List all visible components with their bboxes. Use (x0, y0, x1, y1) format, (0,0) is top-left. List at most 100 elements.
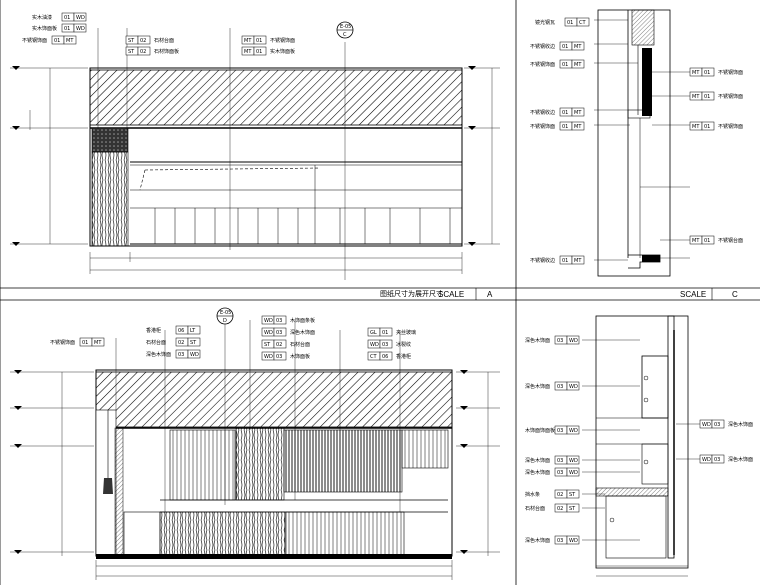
marker-a-top: E-05 (340, 24, 351, 30)
tag-code: MT (574, 62, 582, 68)
tag-label: 不锈钢饰面 (530, 123, 555, 130)
tag-label: 实木饰面板 (270, 48, 295, 55)
tag-code: 01 (562, 44, 568, 50)
tag-label: 深色木饰面 (290, 329, 315, 336)
tag-label: 木饰面饰面板 (525, 427, 555, 434)
tag-code: MT (244, 49, 252, 55)
tag-code: ST (190, 340, 197, 346)
tag-label: 木饰面板 (290, 353, 310, 360)
tag-label: 深色木饰面 (525, 537, 550, 544)
panel-letter-a: A (487, 290, 493, 299)
tag-code: CT (370, 354, 377, 360)
tag-label: 不锈钢收边 (530, 109, 555, 116)
drawing-note: 图纸尺寸为展开尺寸 (380, 289, 443, 298)
tag-code: WD (569, 338, 578, 344)
tag-label: 不锈钢饰面 (50, 339, 75, 346)
tag-label: 不锈钢收边 (530, 43, 555, 50)
tag-label: 香港柜 (146, 327, 161, 334)
tag-code: 02 (557, 506, 563, 512)
tag-label: 实木饰面板 (32, 25, 57, 32)
tag-code: 01 (704, 70, 710, 76)
tag-code: 03 (557, 458, 563, 464)
tag-code: WD (702, 457, 711, 463)
tag-code: ST (264, 342, 271, 348)
tag-label: 不锈钢饰面 (270, 37, 295, 44)
elevation-a (10, 28, 500, 280)
marker-d-top: E-05 (220, 310, 231, 316)
tag-code: WD (264, 354, 273, 360)
tag-label: 深色木饰面 (728, 456, 753, 463)
tag-code: GL (370, 330, 377, 336)
elevation-d (10, 320, 500, 580)
tag-code: 01 (562, 62, 568, 68)
tag-code: 01 (562, 110, 568, 116)
tag-label: 石材台面 (154, 37, 174, 44)
tag-code: MT (692, 124, 700, 130)
tag-code: WD (264, 330, 273, 336)
section-e (582, 315, 700, 577)
tag-code: 01 (562, 258, 568, 264)
panel-letter-c: C (732, 290, 738, 299)
tag-code: ST (569, 492, 576, 498)
tag-label: 石材台面 (290, 341, 310, 348)
tag-code: MT (692, 238, 700, 244)
section-c (594, 9, 690, 277)
material-tag: MT 01 实木饰面板 (241, 46, 295, 56)
tag-label: 不锈钢饰面 (718, 123, 743, 130)
tag-label: 深色木饰面 (525, 457, 550, 464)
tag-code: 03 (276, 330, 282, 336)
section-marker-a: E-05 C (336, 21, 354, 39)
tag-code: MT (692, 70, 700, 76)
tag-code: ST (569, 506, 576, 512)
tag-code: WD (702, 422, 711, 428)
tag-label: 石材饰面板 (154, 48, 179, 55)
tag-code: 03 (714, 422, 720, 428)
tag-label: 香港柜 (396, 353, 411, 360)
tag-code: 03 (178, 352, 184, 358)
tag-code: 02 (140, 38, 146, 44)
material-tag: 01 MT 不锈钢饰面 (50, 337, 105, 347)
tag-code: ST (128, 49, 135, 55)
tag-code: 01 (256, 38, 262, 44)
tag-code: 03 (557, 428, 563, 434)
tag-code: 01 (382, 330, 388, 336)
tag-label: 石材台面 (146, 339, 166, 346)
tag-code: CT (579, 20, 586, 26)
tag-label: 不锈钢收边 (530, 257, 555, 264)
scale-label-a: SCALE (438, 290, 464, 299)
tag-label: 深色木饰面 (525, 337, 550, 344)
tag-label: 冰裂纹 (396, 341, 411, 348)
section-marker-d: E-05 D (216, 307, 234, 325)
tag-code: WD (370, 342, 379, 348)
tag-code: 01 (82, 340, 88, 346)
tag-code: 02 (276, 342, 282, 348)
tag-code: 03 (276, 318, 282, 324)
material-tag: GL 01 夹丝玻璃 (367, 327, 416, 337)
scale-label-c: SCALE (680, 290, 706, 299)
tag-code: MT (94, 340, 102, 346)
tag-code: 01 (256, 49, 262, 55)
tag-label: 夹丝玻璃 (396, 329, 416, 336)
tag-code: 01 (54, 38, 60, 44)
tag-code: WD (264, 318, 273, 324)
tag-label: 镜光钢瓦 (535, 19, 555, 26)
marker-d-bot: D (223, 318, 227, 324)
